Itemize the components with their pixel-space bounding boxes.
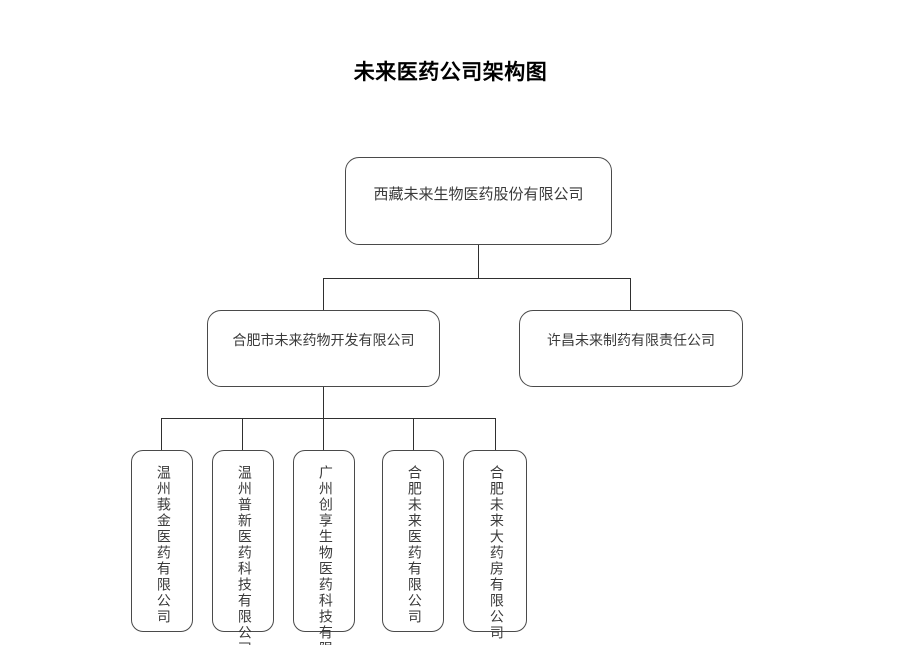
org-node-l3b-label: 温州普新医药科技有限公司 (235, 465, 252, 645)
connector-to-l2b (630, 278, 631, 311)
org-node-l2b[interactable]: 许昌未来制药有限责任公司 (519, 310, 743, 387)
org-node-l3a-label: 温州莪金医药有限公司 (154, 465, 171, 625)
org-node-l3e-label: 合肥未来大药房有限公司 (487, 465, 504, 641)
page-title: 未来医药公司架构图 (353, 60, 548, 84)
org-node-l3d[interactable]: 合肥未来医药有限公司 (382, 450, 444, 632)
org-node-l3a[interactable]: 温州莪金医药有限公司 (131, 450, 193, 632)
connector-level3-bus (161, 418, 495, 419)
connector-to-leaf-0 (161, 418, 162, 451)
org-node-l2a[interactable]: 合肥市未来药物开发有限公司 (207, 310, 440, 387)
connector-to-leaf-1 (242, 418, 243, 451)
connector-root-stem (478, 245, 479, 279)
connector-level2-bus (323, 278, 631, 279)
org-node-root-label: 西藏未来生物医药股份有限公司 (373, 185, 584, 203)
org-node-l3e[interactable]: 合肥未来大药房有限公司 (463, 450, 527, 641)
org-node-l3c[interactable]: 广州创享生物医药科技有限公司 (293, 450, 355, 645)
connector-to-l2a (323, 278, 324, 311)
connector-l2a-stem (323, 387, 324, 419)
connector-to-leaf-3 (413, 418, 414, 451)
org-node-l2a-label: 合肥市未来药物开发有限公司 (232, 333, 415, 349)
connector-to-leaf-4 (495, 418, 496, 451)
org-node-l3b[interactable]: 温州普新医药科技有限公司 (212, 450, 274, 645)
org-node-l3c-label: 广州创享生物医药科技有限公司 (316, 465, 333, 645)
org-node-l3d-label: 合肥未来医药有限公司 (405, 465, 422, 625)
org-node-l2b-label: 许昌未来制药有限责任公司 (547, 333, 715, 349)
org-node-root[interactable]: 西藏未来生物医药股份有限公司 (345, 157, 612, 245)
connector-to-leaf-2 (323, 418, 324, 451)
